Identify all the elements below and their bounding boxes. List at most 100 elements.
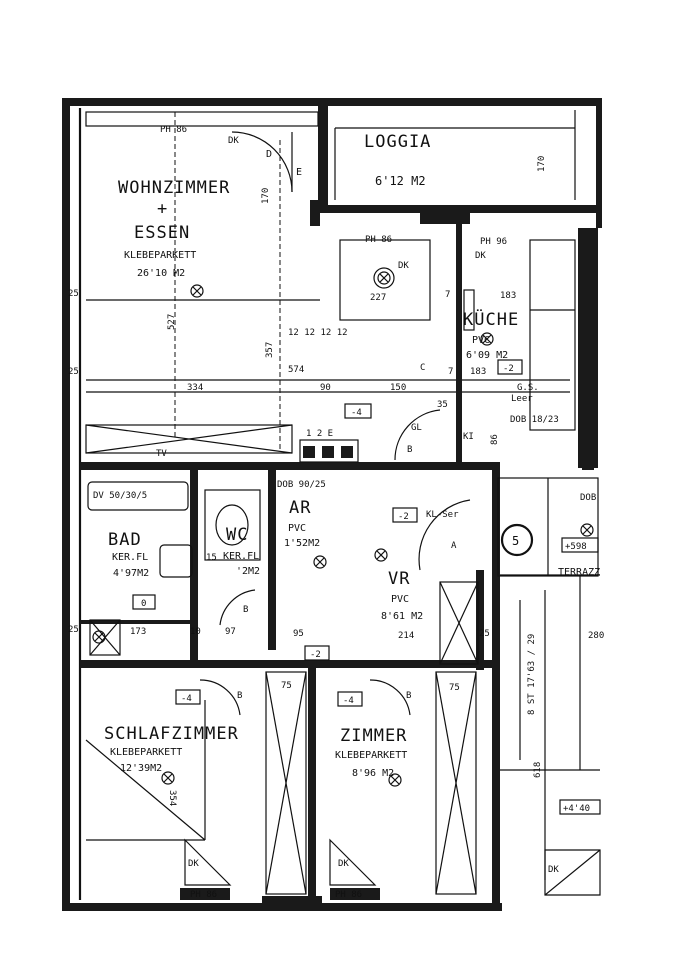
living-area-lines [85,111,570,454]
dim-183b: 183 [470,367,486,377]
dim-95: 95 [293,629,304,639]
room-floor-vr: PVC [391,594,409,605]
room-area-kueche: 6'09 M2 [466,350,508,361]
room-name-essen: ESSEN [134,223,190,243]
room-floor-wc: KER.FL [223,551,259,562]
dim-170-a: 170 [261,188,271,204]
label-ki: KI [463,432,474,442]
room-name-wohnzimmer: WOHNZIMMER [118,178,230,198]
room-name-vr: VR [388,569,410,589]
level-598: +598 [565,542,587,552]
light-icon [161,771,175,785]
door-swings [199,131,471,716]
bath-fixtures [87,481,261,656]
label-ph86-bottom2: PH 86 [335,890,362,900]
dim-25c: 25 [68,625,79,635]
dim-25a: 25 [68,289,79,299]
level-labels: -4 -4 -4 -2 -2 -2 0 +598 +4'40 5 [132,359,601,815]
light-icon [377,271,391,285]
label-leer: Leer [511,394,533,404]
room-name-loggia: LOGGIA [364,132,431,152]
label-dob-ar: DOB 90/25 [277,480,326,490]
label-dk-mid: DK [398,261,409,271]
level-m4a: -4 [351,408,362,418]
label-stairs: 8 ST 17'63 / 29 [527,634,537,715]
label-tv: TV [156,449,167,459]
room-floor-ar: PVC [288,523,306,534]
dim-7a: 7 [445,290,450,300]
light-icon [190,284,204,298]
label-ph96: PH 96 [480,237,507,247]
label-b4: B [243,605,248,615]
unit-number-circle [500,523,534,557]
dim-25d: 25 [479,629,490,639]
label-dv: DV 50/30/5 [93,491,147,501]
dim-86: 86 [490,434,500,445]
bedroom-details [85,671,477,910]
label-ph86-bottom: PH 86 [190,890,217,900]
stair-terrace [439,477,601,896]
label-b1: B [407,445,412,455]
dim-75b: 75 [449,683,460,693]
room-area-bad: 4'97M2 [113,568,149,579]
switch-block [299,439,359,463]
label-kl-ser: KL-Ser [426,510,459,520]
dim-354: 354 [167,790,177,806]
dim-25b: 25 [68,367,79,377]
misc-labels: GL C B B B B A G.S. Leer TV KI KL-Ser 1 … [156,363,559,900]
dim-90: 90 [320,383,331,393]
room-area-zimmer: 8'96 M2 [352,768,394,779]
dim-15: 15 [206,553,217,563]
light-icon [92,630,106,644]
level-m2a: -2 [398,512,409,522]
label-b3: B [406,691,411,701]
label-e: E [296,167,302,178]
kitchen-fixtures [339,230,594,470]
outer-walls [62,98,602,911]
label-dk-kue: DK [475,251,486,261]
dim-97: 97 [225,627,236,637]
unit-number: 5 [512,534,519,548]
room-area-vr: 8'61 M2 [381,611,423,622]
room-name-terrasse: TERRAZZ [558,567,600,578]
room-name-kueche: KÜCHE [463,308,519,330]
dim-10: 10 [190,627,201,637]
dim-150: 150 [390,383,406,393]
label-c: C [420,363,425,373]
label-dob-kue: DOB 18/23 [510,415,559,425]
dim-280: 280 [588,631,604,641]
level-0: 0 [141,599,146,609]
light-icon [313,555,327,569]
label-dk-top: DK [228,136,239,146]
label-a: A [451,541,457,551]
label-switches: 1 2 E [306,429,333,439]
room-area-schlafzimmer: 12'39M2 [120,763,162,774]
interior-walls [80,215,500,910]
dim-75a: 75 [281,681,292,691]
room-floor-bad: KER.FL [112,552,148,563]
level-m2c: -2 [503,364,514,374]
room-area-loggia: 6'12 M2 [375,174,426,188]
room-area-ar: 1'52M2 [284,538,320,549]
dim-574: 574 [288,365,304,375]
dim-173: 173 [130,627,146,637]
dim-7b: 7 [448,367,453,377]
level-m4c: -4 [343,696,354,706]
label-ph86-top: PH 86 [160,125,187,135]
label-dk-terr: DK [548,865,559,875]
room-area-wc: '2M2 [236,566,260,577]
level-m4b: -4 [181,694,192,704]
room-labels: WOHNZIMMER + ESSEN KLEBEPARKETT 26'10 M2… [104,132,600,779]
room-name-bad: BAD [108,530,142,550]
dim-618: 618 [533,762,543,778]
label-ph86-mid: PH 86 [365,235,392,245]
label-b2: B [237,691,242,701]
level-m2b: -2 [310,650,321,660]
label-dk-schlaf: DK [188,859,199,869]
label-dk-zimmer: DK [338,859,349,869]
dim-357: 357 [265,342,275,358]
label-d: D [266,149,272,160]
label-gl: GL [411,423,422,433]
label-gs: G.S. [517,383,539,393]
